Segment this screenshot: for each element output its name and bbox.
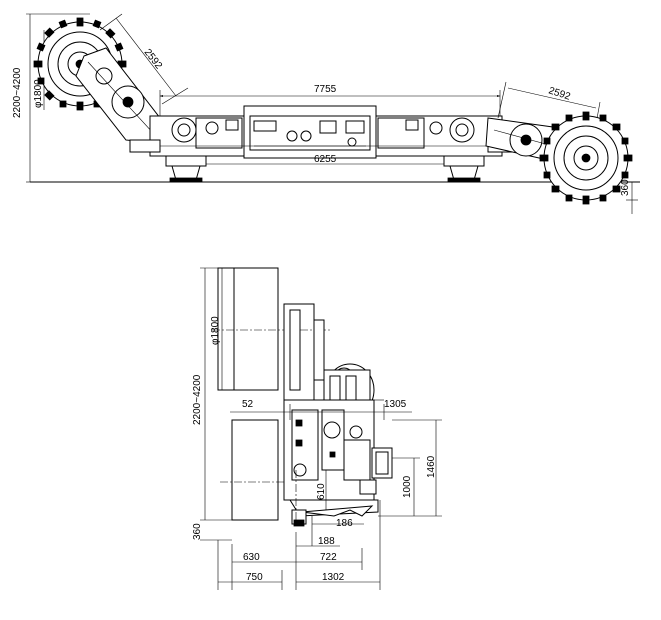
side-right-arm-label: 2592 xyxy=(547,85,572,102)
end-machine-section xyxy=(283,303,393,527)
side-depth-dimension: 360 xyxy=(620,179,638,214)
end-722-label: 722 xyxy=(320,552,337,563)
end-view: φ1800 2200~4200 360 xyxy=(192,267,442,590)
end-186-label: 186 xyxy=(336,518,353,529)
end-right-vertical-dims: 1460 1000 xyxy=(378,419,442,517)
shearer-body xyxy=(149,105,503,159)
side-right-arm-dimension: 2592 xyxy=(497,81,601,125)
left-ranging-arm xyxy=(75,47,161,143)
side-supports xyxy=(129,139,519,183)
end-1305-label: 1305 xyxy=(384,399,407,410)
end-height-label: 2200~4200 xyxy=(192,374,203,425)
side-drum-diameter-label: φ1800 xyxy=(33,79,44,108)
end-top-horizontal-dims: 52 1305 xyxy=(230,399,412,420)
side-height-label: 2200~4200 xyxy=(12,67,23,118)
side-body-label: 6255 xyxy=(314,154,337,165)
side-body-dimension: 6255 xyxy=(181,154,467,166)
side-depth-label: 360 xyxy=(620,179,631,196)
side-overall-dimension: 7755 xyxy=(159,84,501,118)
side-left-arm-label: 2592 xyxy=(142,47,165,72)
side-height-dimension: 2200~4200 xyxy=(12,13,90,183)
end-bottom-horizontal-dims: 186 188 630 722 750 1302 xyxy=(217,500,381,590)
end-left-vertical-dims: φ1800 2200~4200 360 xyxy=(192,267,232,541)
end-750-label: 750 xyxy=(246,572,263,583)
end-1460-label: 1460 xyxy=(426,455,437,478)
end-610-label: 610 xyxy=(316,483,327,500)
end-188-label: 188 xyxy=(318,536,335,547)
end-610-dimension: 610 xyxy=(316,470,327,510)
end-52-label: 52 xyxy=(242,399,254,410)
end-1302-label: 1302 xyxy=(322,572,345,583)
end-1000-label: 1000 xyxy=(402,475,413,498)
end-630-label: 630 xyxy=(243,552,260,563)
end-drum-diameter-label: φ1800 xyxy=(210,316,221,345)
end-upper-drum xyxy=(212,267,320,391)
right-cutting-drum xyxy=(539,111,633,205)
end-360-label: 360 xyxy=(192,523,203,540)
side-view: 2200~4200 φ1800 xyxy=(12,13,640,214)
end-lower-drum xyxy=(220,419,290,521)
side-overall-label: 7755 xyxy=(314,84,337,95)
